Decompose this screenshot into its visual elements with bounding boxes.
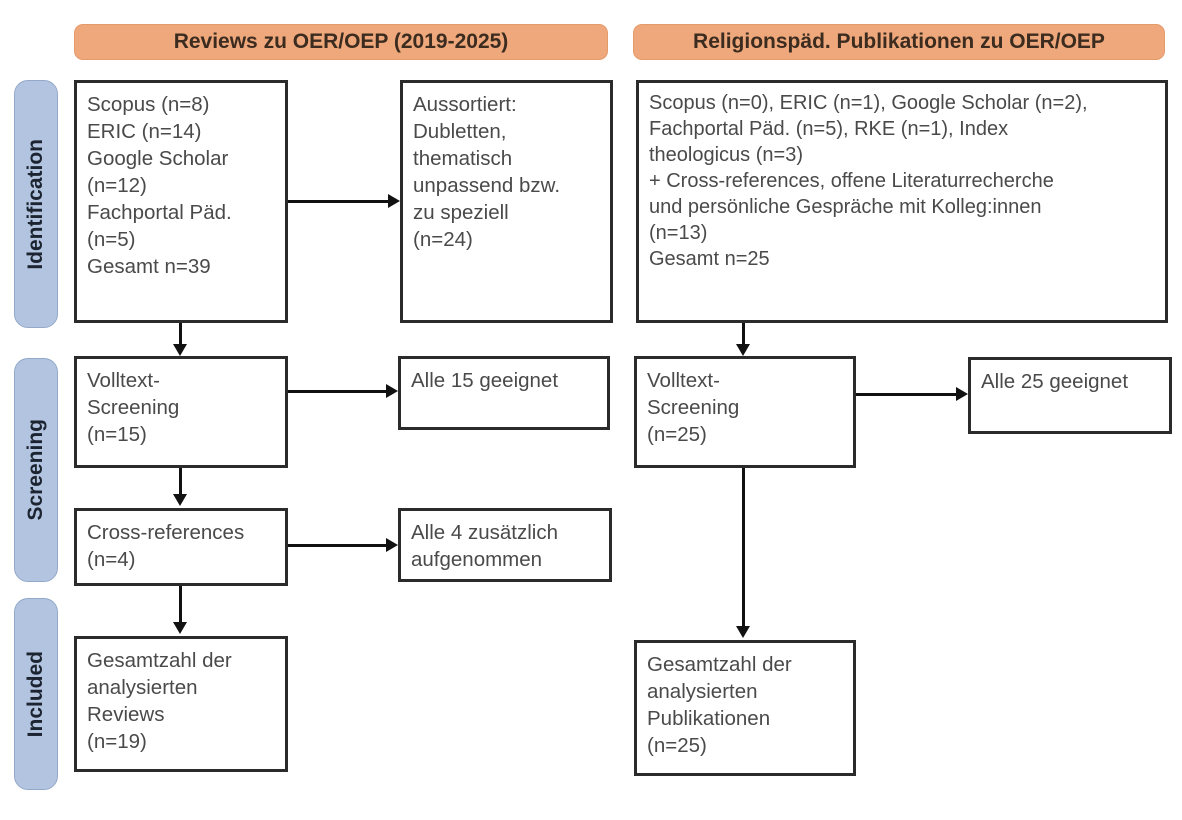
connector-right-sources-to-screening [742,323,745,346]
box-left-crossreferences-result: Alle 4 zusätzlich aufgenommen [398,508,612,582]
box-left-included-total: Gesamtzahl der analysierten Reviews (n=1… [74,636,288,772]
arrowhead-left-sources-to-excluded [388,194,400,208]
arrowhead-left-screening-to-crossrefs [173,494,187,506]
phase-bar-screening: Screening [14,358,58,582]
column-header-reviews: Reviews zu OER/OEP (2019-2025) [74,24,608,60]
connector-left-screening-to-result [288,390,386,393]
box-left-excluded: Aussortiert: Dubletten, thematisch unpas… [400,80,613,323]
box-right-included-total: Gesamtzahl der analysierten Publikatione… [634,640,856,776]
phase-bar-included: Included [14,598,58,790]
connector-left-sources-to-excluded [288,200,388,203]
column-header-reviews-label: Reviews zu OER/OEP (2019-2025) [173,30,509,53]
box-left-identification-sources: Scopus (n=8) ERIC (n=14) Google Scholar … [74,80,288,323]
connector-left-sources-to-screening [179,323,182,346]
connector-left-crossrefs-to-result [288,544,386,547]
box-left-fulltext-screening: Volltext- Screening (n=15) [74,356,288,468]
arrowhead-right-sources-to-screening [736,344,750,356]
box-left-crossreferences: Cross-references (n=4) [74,508,288,586]
arrowhead-right-screening-to-included [736,626,750,638]
box-left-screening-result: Alle 15 geeignet [398,356,610,430]
arrowhead-left-crossrefs-to-result [386,538,398,552]
connector-right-screening-to-result [856,393,956,396]
arrowhead-right-screening-to-result [956,387,968,401]
column-header-religionspaed: Religionspäd. Publikationen zu OER/OEP [633,24,1165,60]
phase-label-screening: Screening [24,419,47,521]
arrowhead-left-crossrefs-to-included [173,622,187,634]
column-header-religionspaed-label: Religionspäd. Publikationen zu OER/OEP [693,30,1105,53]
arrowhead-left-sources-to-screening [173,344,187,356]
connector-right-screening-to-included [742,468,745,630]
box-right-screening-result: Alle 25 geeignet [968,357,1172,434]
phase-label-identification: Identification [24,138,47,270]
phase-label-included: Included [24,650,47,738]
box-right-fulltext-screening: Volltext- Screening (n=25) [634,356,856,468]
connector-left-screening-to-crossrefs [179,468,182,496]
connector-left-crossrefs-to-included [179,586,182,624]
phase-bar-identification: Identification [14,80,58,328]
box-right-identification-sources: Scopus (n=0), ERIC (n=1), Google Scholar… [636,80,1168,323]
arrowhead-left-screening-to-result [386,384,398,398]
